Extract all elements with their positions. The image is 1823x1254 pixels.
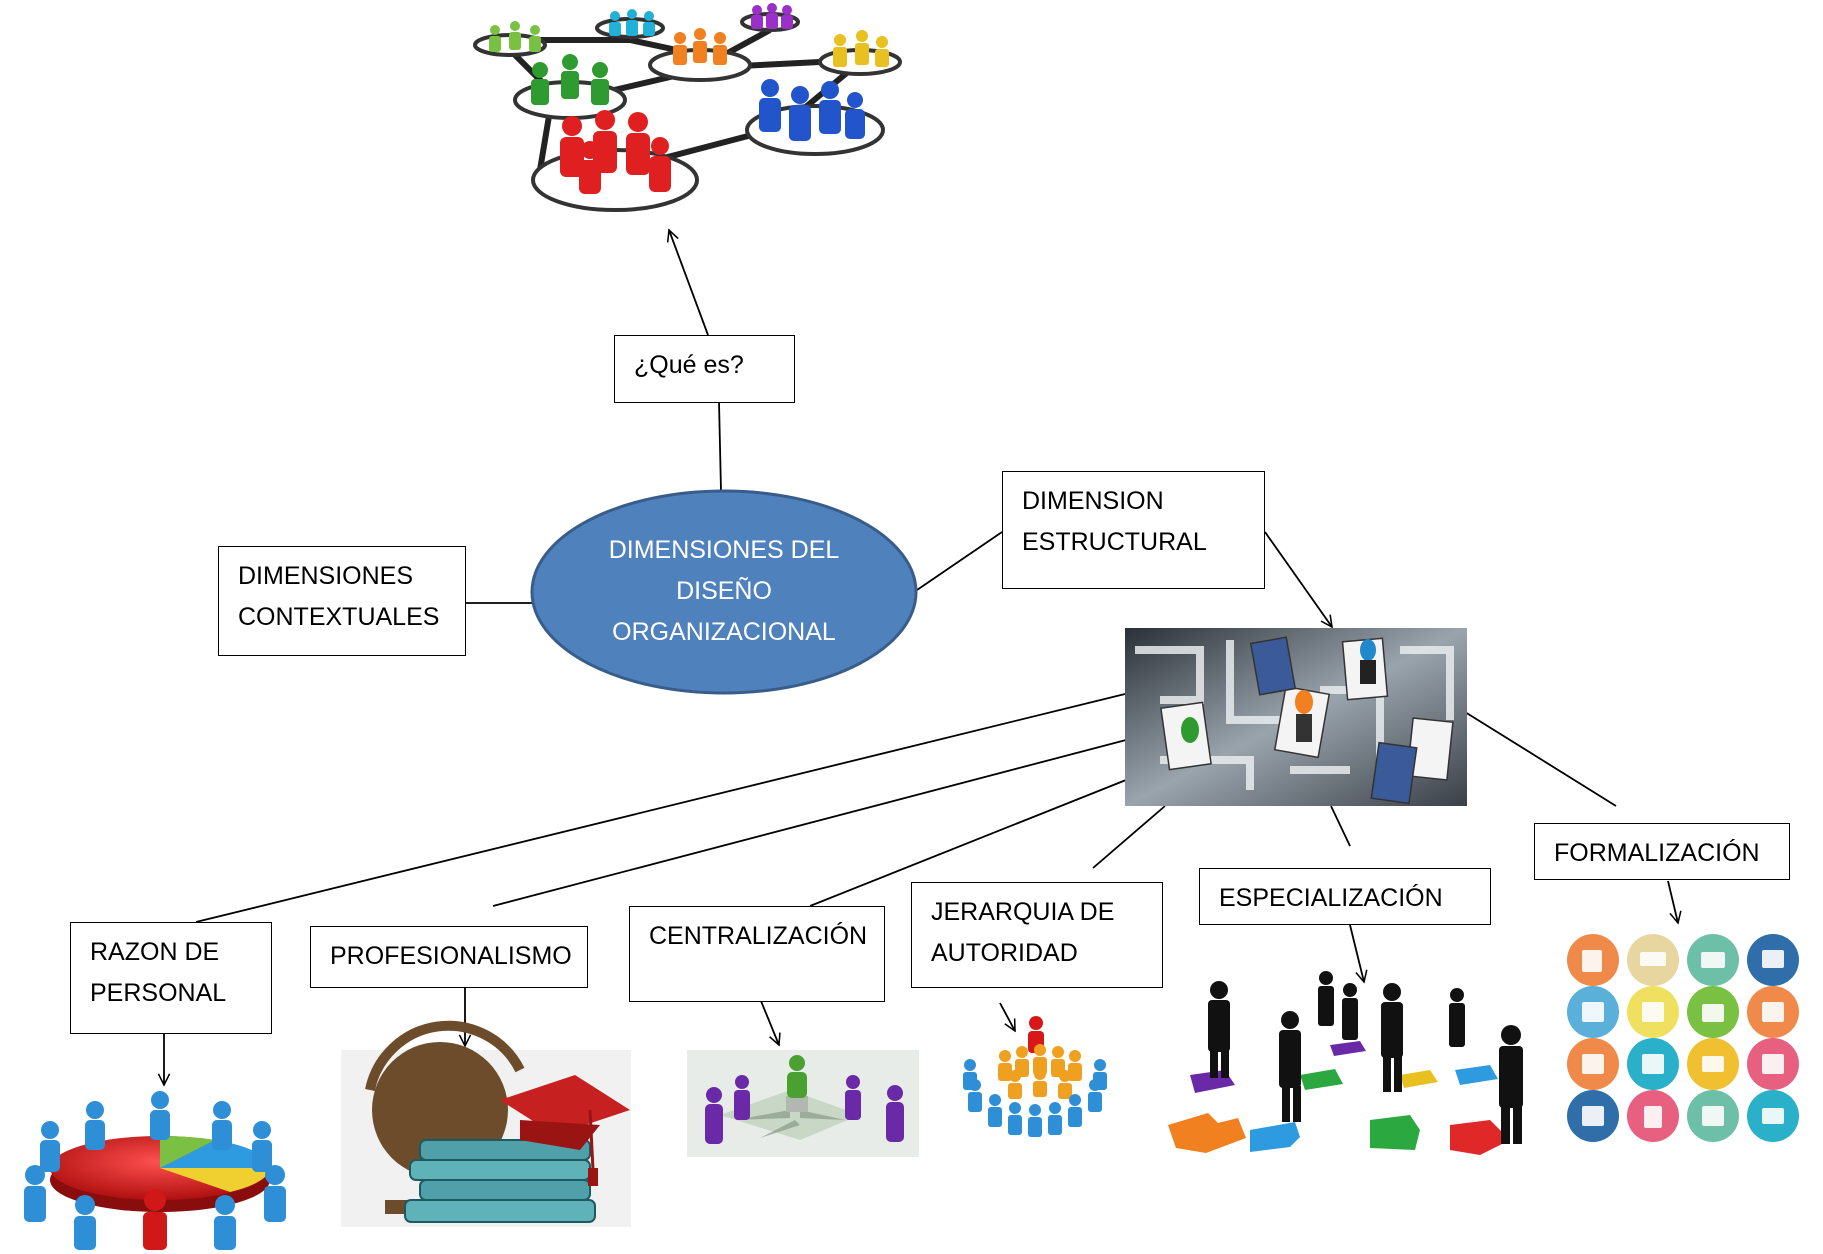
estructural-line-1: DIMENSION [1022, 487, 1164, 515]
line-maze-to-formalizacion [1464, 711, 1617, 807]
office-documents-grid-icon [1567, 934, 1799, 1142]
arrow-estructural-to-maze [1264, 531, 1332, 627]
estructural-line-2: ESTRUCTURAL [1022, 528, 1207, 556]
razon-line-1: RAZON DE [90, 938, 220, 966]
arrow-centralizacion-down [760, 1000, 779, 1045]
arrow-formalizacion-down [1667, 880, 1678, 923]
formalizacion-label: FORMALIZACIÓN [1554, 839, 1760, 867]
centralizacion-label: CENTRALIZACIÓN [649, 922, 868, 950]
globe-books-graduation-cap-icon [341, 1020, 631, 1227]
profesionalismo-box: PROFESIONALISMO [310, 926, 588, 988]
jerarquia-line-1: JERARQUIA DE [931, 898, 1115, 926]
especializacion-label: ESPECIALIZACIÓN [1219, 884, 1443, 912]
contextuales-line-1: DIMENSIONES [238, 562, 414, 590]
line-center-to-que-es [718, 401, 722, 492]
central-figure-icon [687, 1050, 919, 1157]
center-line-2: DISEÑO [676, 577, 772, 605]
business-people-on-puzzle-icon [1168, 971, 1523, 1155]
center-line-3: ORGANIZACIONAL [612, 618, 836, 646]
especializacion-box: ESPECIALIZACIÓN [1199, 868, 1491, 925]
center-ellipse [530, 489, 918, 695]
centralizacion-box: CENTRALIZACIÓN [629, 906, 885, 1002]
connector-lines [164, 230, 1678, 1085]
que-es-label: ¿Qué es? [634, 351, 744, 379]
hierarchy-crowd-icon [963, 1016, 1107, 1137]
formalizacion-box: FORMALIZACIÓN [1534, 823, 1790, 880]
jerarquia-line-2: AUTORIDAD [931, 939, 1078, 967]
contextuales-line-2: CONTEXTUALES [238, 603, 440, 631]
profesionalismo-label: PROFESIONALISMO [330, 942, 572, 970]
dimensiones-contextuales-box: DIMENSIONES CONTEXTUALES [218, 546, 466, 656]
jerarquia-de-autoridad-box: JERARQUIA DE AUTORIDAD [911, 882, 1163, 988]
razon-line-2: PERSONAL [90, 979, 227, 1007]
line-maze-to-centralizacion [809, 779, 1127, 907]
arrow-jerarquia-down [999, 1002, 1015, 1031]
que-es-box: ¿Qué es? [614, 335, 795, 403]
dimension-estructural-box: DIMENSION ESTRUCTURAL [1002, 471, 1265, 589]
people-around-pie-chart-icon [24, 1091, 286, 1250]
network-of-people-groups-icon [473, 3, 902, 212]
center-node-label: DIMENSIONES DEL DISEÑO ORGANIZACIONAL [574, 530, 874, 653]
line-maze-to-jerarquia [1092, 805, 1166, 869]
center-line-1: DIMENSIONES DEL [608, 536, 840, 564]
line-maze-to-especializacion [1330, 805, 1351, 847]
maze-with-cards-icon [1125, 628, 1467, 806]
line-center-to-estructural [916, 531, 1003, 591]
arrow-que-es-to-image [669, 230, 709, 336]
line-maze-to-razon [195, 693, 1126, 923]
razon-de-personal-box: RAZON DE PERSONAL [70, 922, 272, 1034]
arrow-especializacion-down [1349, 924, 1364, 982]
line-maze-to-profesionalismo [492, 739, 1127, 907]
